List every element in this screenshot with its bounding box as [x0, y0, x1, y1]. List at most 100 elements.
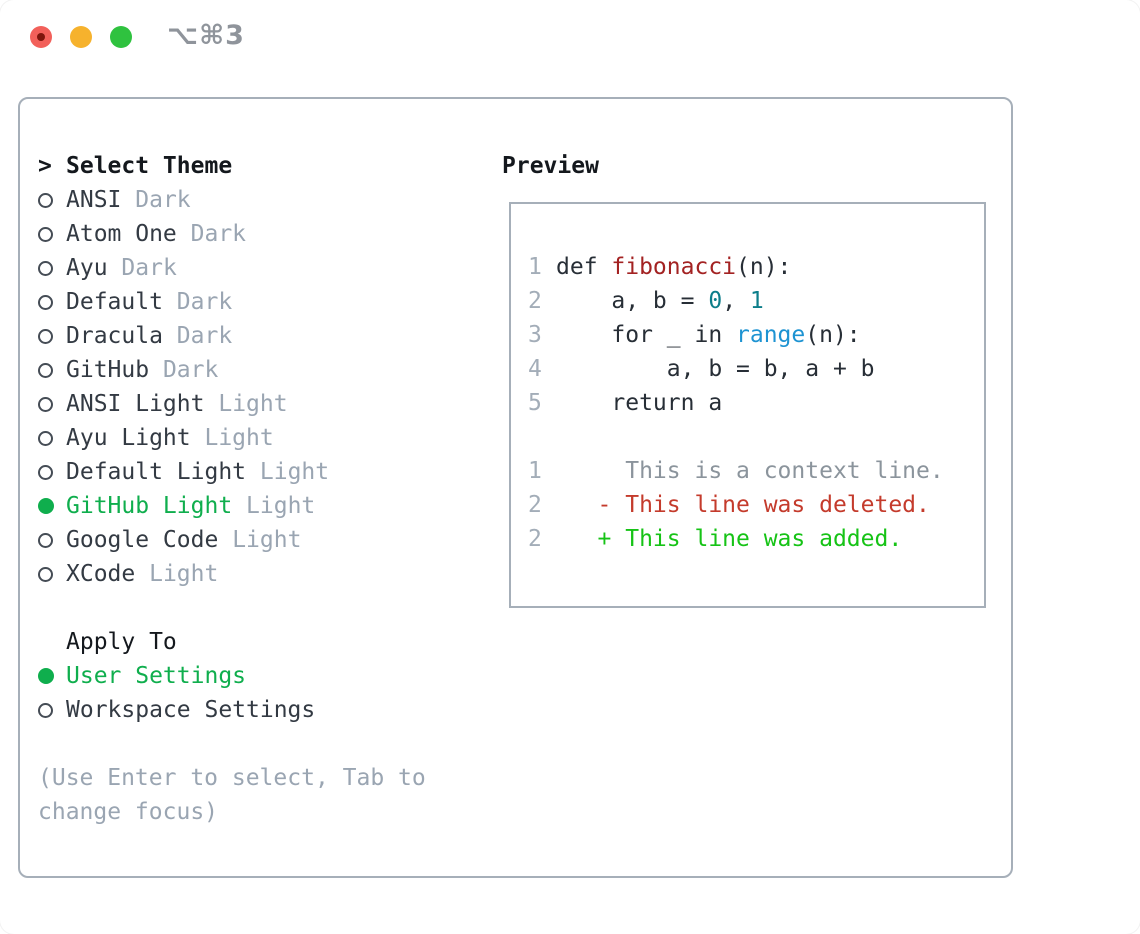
radio-icon: [38, 226, 53, 242]
code-line: 4 a, b = b, a + b: [528, 352, 984, 386]
theme-option[interactable]: GitHub Dark: [38, 353, 426, 387]
theme-option[interactable]: Atom One Dark: [38, 217, 426, 251]
window-title-shortcut: ⌥⌘3: [167, 20, 245, 51]
diff-line: 2 - This line was deleted.: [528, 488, 984, 522]
radio-icon: [38, 192, 53, 208]
close-dot-icon: [37, 33, 45, 41]
theme-option-label: Google Code: [66, 527, 219, 553]
line-number: 5: [528, 390, 542, 416]
apply-to-header: Apply To: [38, 625, 426, 659]
theme-option[interactable]: Default Dark: [38, 285, 426, 319]
radio-icon: [38, 430, 53, 446]
theme-variant-label: Light: [232, 527, 302, 553]
spacer: [38, 727, 426, 761]
minimize-button[interactable]: [70, 26, 92, 48]
code-token: 0: [708, 288, 723, 314]
diff-line: 1 This is a context line.: [528, 454, 984, 488]
code-token: def: [556, 254, 612, 280]
theme-variant-label: Dark: [190, 221, 247, 247]
theme-variant-label: Light: [218, 391, 288, 417]
code-token: (n):: [736, 254, 792, 280]
theme-option-label: Dracula: [66, 323, 163, 349]
line-number: 2: [528, 526, 542, 552]
theme-option[interactable]: Google Code Light: [38, 523, 426, 557]
theme-option-label: Ayu: [66, 255, 108, 281]
apply-option-label: Workspace Settings: [66, 697, 316, 723]
theme-option[interactable]: Ayu Dark: [38, 251, 426, 285]
theme-option[interactable]: Default Light Light: [38, 455, 426, 489]
radio-icon: [38, 260, 53, 276]
spacer: [528, 420, 984, 454]
theme-option-label: XCode: [66, 561, 136, 587]
theme-variant-label: Light: [149, 561, 219, 587]
code-token: 1: [749, 288, 764, 314]
preview-label: Preview: [502, 153, 599, 179]
theme-option[interactable]: XCode Light: [38, 557, 426, 591]
theme-variant-label: Light: [204, 425, 274, 451]
apply-option[interactable]: User Settings: [38, 659, 426, 693]
apply-to-label: Apply To: [66, 629, 177, 655]
line-number: 1: [528, 458, 542, 484]
theme-option-label: ANSI Light: [66, 391, 205, 417]
radio-selected-icon: [38, 498, 54, 514]
theme-option-label: GitHub Light: [66, 493, 233, 519]
theme-variant-label: Dark: [135, 187, 191, 213]
theme-variant-label: Dark: [121, 255, 177, 281]
theme-option-label: ANSI: [66, 187, 122, 213]
theme-option-label: GitHub: [66, 357, 150, 383]
theme-option[interactable]: GitHub Light Light: [38, 489, 426, 523]
hint-line-2: change focus): [38, 799, 219, 825]
radio-icon: [38, 362, 53, 378]
radio-icon: [38, 702, 53, 718]
theme-variant-label: Dark: [162, 357, 219, 383]
diff-line: 2 + This line was added.: [528, 522, 984, 556]
theme-option[interactable]: ANSI Light Light: [38, 387, 426, 421]
apply-option-label: User Settings: [66, 663, 247, 689]
line-number: 2: [528, 492, 542, 518]
line-number: 2: [528, 288, 542, 314]
radio-icon: [38, 566, 53, 582]
select-theme-label: Select Theme: [66, 153, 233, 179]
select-theme-header: > Select Theme: [38, 149, 426, 183]
close-button[interactable]: [30, 26, 52, 48]
theme-option[interactable]: Ayu Light Light: [38, 421, 426, 455]
selection-caret: >: [38, 153, 52, 179]
theme-option-label: Atom One: [66, 221, 177, 247]
code-token: (n):: [805, 322, 861, 348]
code-line: 5 return a: [528, 386, 984, 420]
code-token: range: [736, 322, 806, 348]
radio-selected-icon: [38, 668, 54, 684]
theme-variant-label: Dark: [176, 289, 233, 315]
code-line: 3 for _ in range(n):: [528, 318, 984, 352]
theme-option[interactable]: ANSI Dark: [38, 183, 426, 217]
code-token: This is a context line.: [556, 458, 944, 484]
code-token: fibonacci: [611, 254, 737, 280]
theme-option-label: Ayu Light: [66, 425, 191, 451]
theme-variant-label: Light: [246, 493, 316, 519]
theme-variant-label: Light: [259, 459, 330, 485]
hint-line-1: (Use Enter to select, Tab to: [38, 765, 426, 791]
code-token: for _ in: [556, 322, 737, 348]
radio-icon: [38, 396, 53, 412]
code-token: + This line was added.: [556, 526, 903, 552]
theme-variant-label: Dark: [176, 323, 233, 349]
theme-option[interactable]: Dracula Dark: [38, 319, 426, 353]
line-number: 3: [528, 322, 542, 348]
zoom-button[interactable]: [110, 26, 132, 48]
theme-option-label: Default Light: [66, 459, 247, 485]
code-token: a, b = b, a + b: [556, 356, 875, 382]
theme-option-label: Default: [66, 289, 163, 315]
radio-icon: [38, 464, 53, 480]
line-number: 4: [528, 356, 542, 382]
radio-icon: [38, 532, 53, 548]
radio-icon: [38, 294, 53, 310]
apply-option[interactable]: Workspace Settings: [38, 693, 426, 727]
code-token: a, b =: [556, 288, 709, 314]
